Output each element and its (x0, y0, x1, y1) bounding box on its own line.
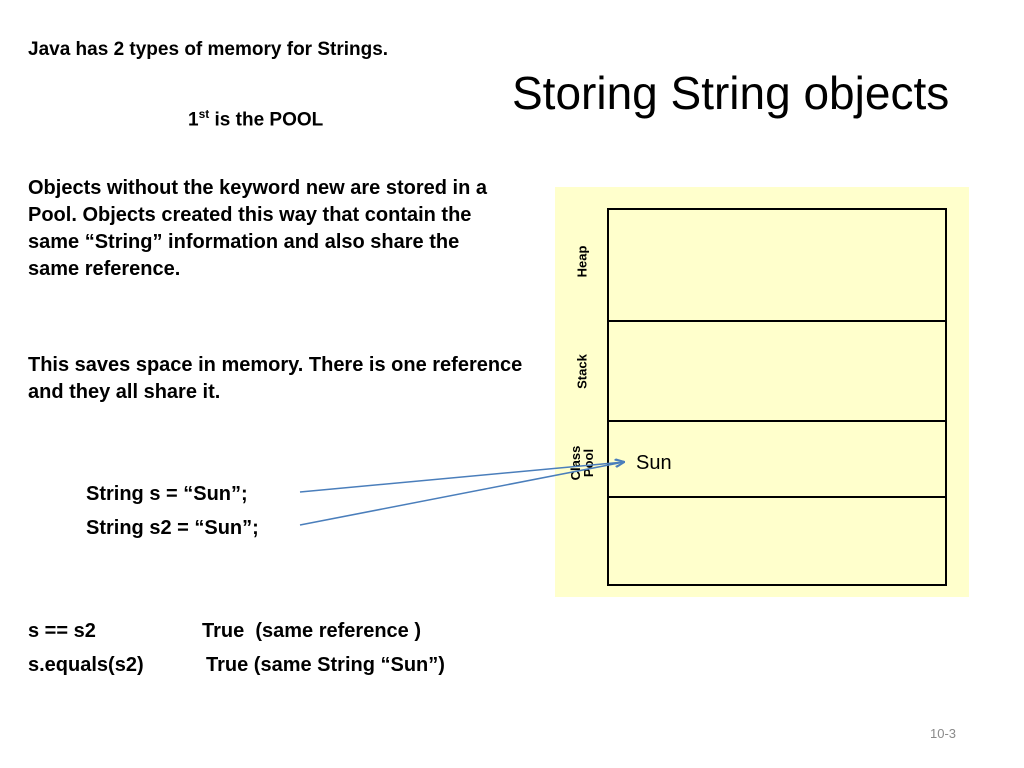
lower-region (607, 496, 947, 586)
comparison-expression: s.equals(s2) (28, 654, 144, 676)
pool-heading-rest: is the POOL (209, 109, 324, 131)
memory-diagram: Heap Stack Class Pool (555, 187, 969, 597)
paragraph-pool-explanation: Objects without the keyword new are stor… (28, 177, 487, 280)
class-pool-label-line2: Pool (581, 448, 596, 478)
stack-label: Stack (574, 354, 590, 389)
slide-title: Storing String objects (512, 67, 950, 119)
paragraph-memory-saving: This saves space in memory. There is one… (28, 354, 523, 403)
page-number: 10-3 (930, 726, 957, 741)
code-line-s: String s = “Sun”; (86, 483, 248, 505)
comparison-result: True (same String “Sun”) (206, 654, 445, 676)
pool-value-sun: Sun (636, 452, 672, 474)
heap-region (607, 208, 947, 322)
code-line-s2: String s2 = “Sun”; (86, 517, 259, 539)
class-pool-label: Class Pool (568, 438, 596, 488)
comparison-result: True (same reference ) (202, 620, 421, 642)
comparison-expression: s == s2 (28, 620, 96, 642)
intro-text: Java has 2 types of memory for Strings. (28, 39, 389, 60)
pool-heading-suffix: st (198, 107, 210, 121)
heap-label: Heap (574, 245, 590, 278)
stack-region (607, 320, 947, 422)
pool-heading: 1st is the POOL (188, 107, 323, 131)
pool-heading-ordinal: 1 (188, 109, 199, 131)
